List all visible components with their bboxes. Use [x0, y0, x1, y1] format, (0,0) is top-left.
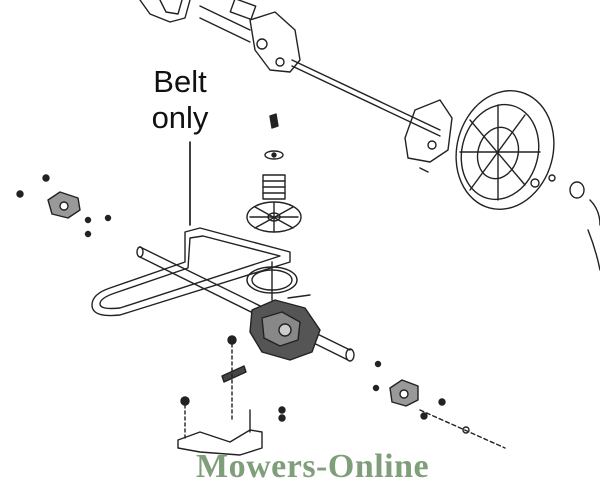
bottom-bracket — [177, 396, 286, 456]
spring-parts — [221, 335, 247, 421]
wheel-hub — [455, 90, 555, 210]
handle-bracket — [139, 0, 191, 23]
wheel-bracket — [404, 99, 453, 173]
wheel-fasteners — [530, 174, 600, 271]
left-axle-hub — [16, 174, 112, 238]
callout-line-2: only — [151, 100, 209, 135]
right-axle-hub — [372, 360, 506, 449]
pulley-stack — [246, 113, 302, 301]
drive-belt — [91, 227, 291, 317]
watermark: Mowers-Online — [196, 448, 430, 485]
callout-line-1: Belt — [153, 64, 207, 99]
transmission — [249, 294, 321, 361]
upper-shaft — [199, 0, 441, 137]
lower-shaft — [136, 246, 355, 362]
belt-callout: Belt only — [132, 64, 228, 136]
